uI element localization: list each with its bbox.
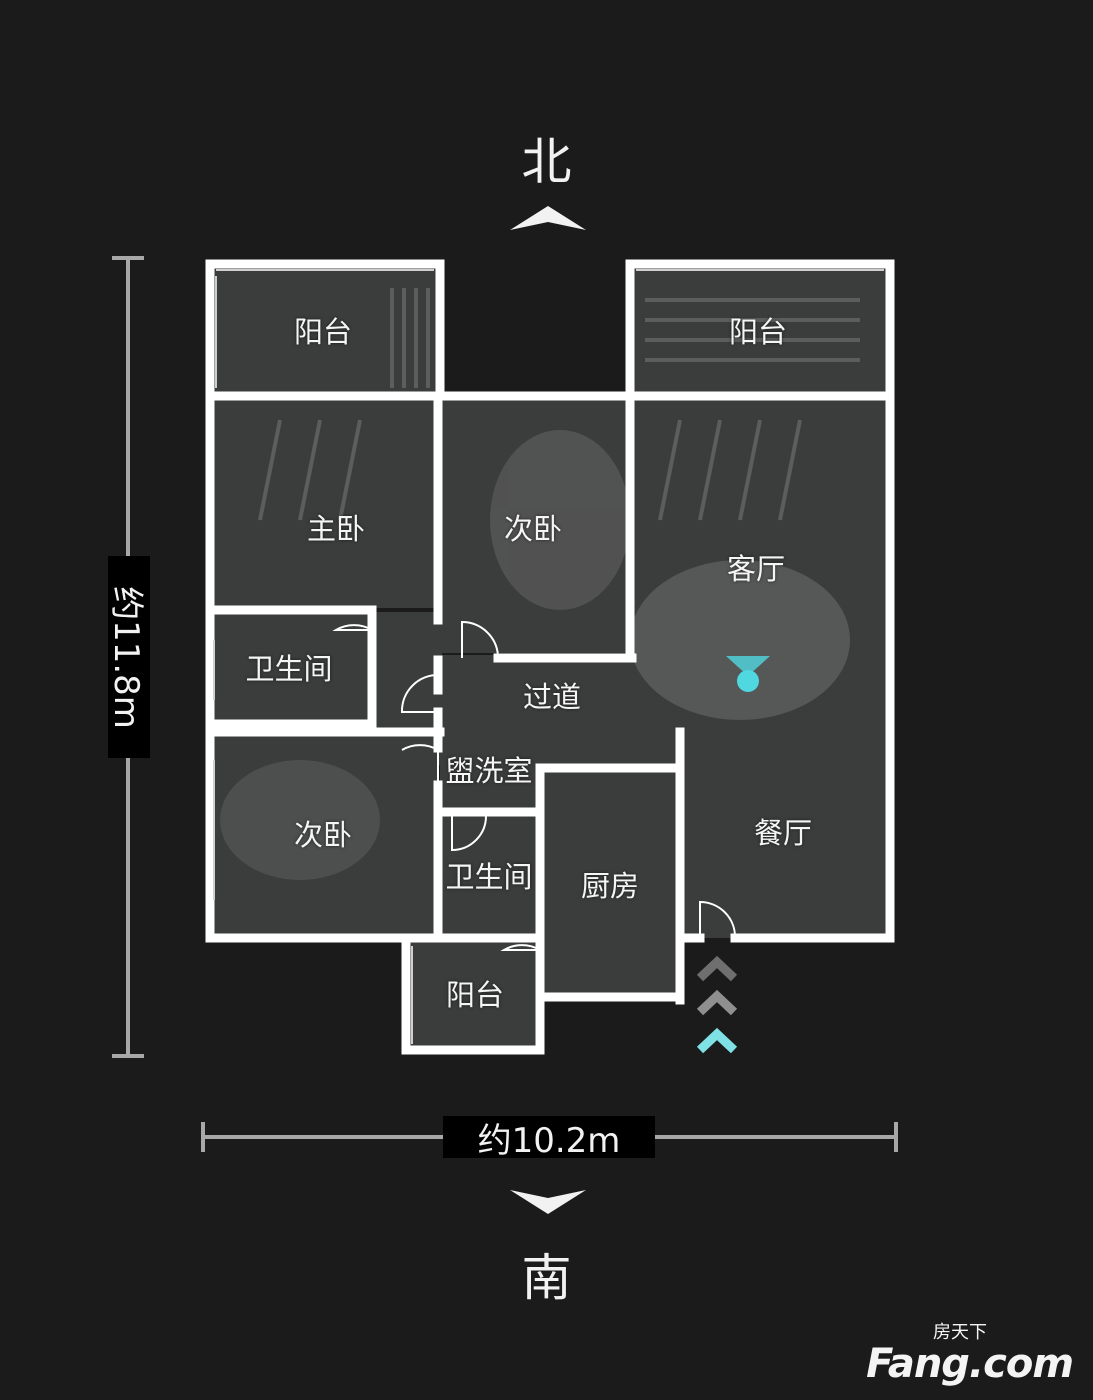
door-second-bedroom — [461, 620, 499, 659]
floor-balcony-ne — [630, 266, 888, 392]
fang-watermark: 房天下 Fang.com — [866, 1318, 1074, 1387]
room-label-second-bedroom-south: 次卧 — [293, 818, 353, 852]
windows — [213, 269, 884, 1044]
floor-hall-west — [372, 612, 442, 732]
floor-second-bedroom-south — [212, 735, 437, 935]
doors — [332, 620, 737, 986]
south-label: 南 — [521, 1249, 572, 1307]
room-floors — [212, 266, 888, 1046]
width-dimension-label: 约10.2m — [443, 1116, 655, 1161]
room-label-dining-room: 餐厅 — [753, 816, 813, 850]
floor-balcony-s — [408, 940, 542, 1046]
room-label-corridor: 过道 — [522, 680, 582, 714]
floor-balcony-nw — [212, 266, 440, 392]
watermark-logo: Fang.com — [866, 1341, 1074, 1387]
door-balcony-s — [500, 944, 541, 986]
height-dimension-label: 约11.8m — [105, 585, 146, 729]
room-label-washroom: 盥洗室 — [445, 754, 533, 788]
room-label-second-bedroom-north: 次卧 — [503, 512, 563, 546]
room-label-bathroom-center: 卫生间 — [445, 860, 533, 894]
floor-corridor — [437, 655, 682, 765]
walls — [205, 259, 895, 1055]
room-label-balcony-ne: 阳台 — [728, 315, 788, 349]
floor-second-bedroom-north — [440, 398, 630, 653]
door-master-bedroom — [400, 674, 439, 713]
room-label-bathroom-west: 卫生间 — [245, 652, 333, 686]
door-bathroom-west — [332, 624, 373, 631]
room-label-kitchen: 厨房 — [580, 869, 640, 903]
north-label: 北 — [521, 133, 572, 191]
floor-texture — [220, 288, 860, 880]
watermark-line1: 房天下 — [933, 1322, 987, 1343]
south-arrow-icon — [510, 1190, 586, 1214]
north-arrow-icon — [510, 206, 586, 230]
room-label-balcony-s: 阳台 — [445, 978, 505, 1012]
floor-master-bedroom — [212, 398, 437, 608]
entrance-arrow-icon — [696, 955, 738, 1054]
floor-kitchen — [543, 770, 678, 995]
room-label-balcony-nw: 阳台 — [293, 315, 353, 349]
room-label-living-room: 客厅 — [726, 552, 786, 586]
door-bedroom-south — [401, 744, 439, 786]
room-label-master-bedroom: 主卧 — [306, 512, 366, 546]
height-dimension-badge: 约11.8m — [106, 556, 150, 758]
viewpoint-marker — [726, 656, 770, 692]
door-bathroom-center — [451, 815, 487, 852]
door-entrance — [699, 900, 737, 939]
floor-bathroom-west — [212, 612, 372, 727]
